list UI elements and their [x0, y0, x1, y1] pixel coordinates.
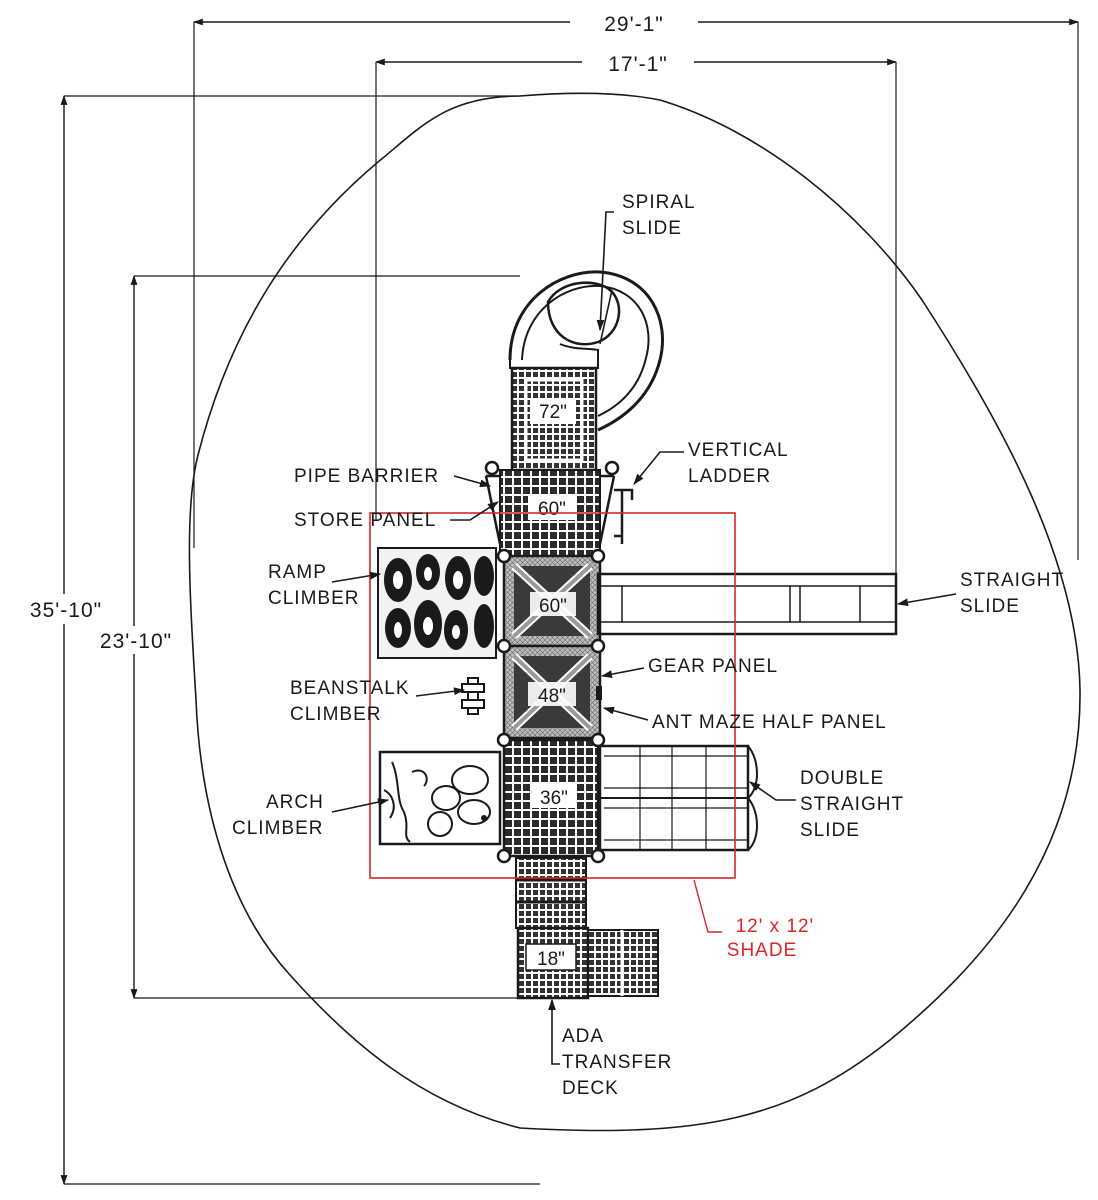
- deck-18-label: 18": [537, 949, 565, 970]
- deck-72: 72": [510, 366, 598, 472]
- label-gear-panel: GEAR PANEL: [600, 656, 778, 678]
- label-ada-transfer-deck: ADA TRANSFER DECK: [548, 998, 672, 1099]
- arch-climber-line-2: CLIMBER: [232, 818, 323, 839]
- label-arch-climber: ARCH CLIMBER: [232, 792, 390, 839]
- deck-48-label: 48": [538, 686, 566, 707]
- ada-line-1: ADA: [562, 1026, 604, 1047]
- shade-leader: [693, 879, 722, 933]
- beanstalk-climber: [461, 677, 485, 715]
- dimension-overall-width: 29'-1": [193, 8, 1079, 560]
- label-beanstalk-climber: BEANSTALK CLIMBER: [290, 678, 466, 725]
- spiral-slide-line-1: SPIRAL: [622, 192, 696, 213]
- store-panel-label: STORE PANEL: [294, 510, 436, 531]
- deck-60-top-label: 60": [538, 499, 566, 520]
- straight-slide: [596, 572, 898, 636]
- shade-label: 12' x 12' SHADE: [727, 916, 821, 961]
- straight-slide-line-2: SLIDE: [960, 596, 1020, 617]
- shade-canopy: [369, 512, 736, 879]
- deck-60-label: 60": [539, 596, 567, 617]
- label-straight-slide: STRAIGHT SLIDE: [896, 570, 1064, 617]
- double-straight-slide: [596, 744, 758, 852]
- ant-maze-half-panel-label: ANT MAZE HALF PANEL: [652, 712, 887, 733]
- vertical-ladder-line-2: LADDER: [688, 466, 771, 487]
- overall-depth-label: 35'-10": [30, 599, 102, 622]
- overall-width-label: 29'-1": [604, 13, 664, 36]
- ramp-climber: [377, 547, 497, 659]
- use-zone-outline: [188, 92, 1081, 1132]
- double-straight-slide-line-3: SLIDE: [800, 820, 860, 841]
- spiral-slide: [508, 270, 664, 432]
- structure-depth-label: 23'-10": [100, 630, 172, 653]
- ada-line-3: DECK: [562, 1078, 619, 1099]
- deck-60: 60": [502, 554, 602, 648]
- deck-36: 36": [502, 738, 602, 858]
- shade-label-line-2: SHADE: [727, 940, 797, 961]
- beanstalk-climber-line-1: BEANSTALK: [290, 678, 410, 699]
- pipe-barrier-label: PIPE BARRIER: [294, 466, 439, 487]
- deck-48: 48": [502, 644, 602, 740]
- structure-width-label: 17'-1": [608, 53, 668, 76]
- arch-climber-line-1: ARCH: [266, 792, 324, 813]
- deck-posts: [484, 460, 620, 864]
- label-spiral-slide: SPIRAL SLIDE: [596, 192, 696, 332]
- vertical-ladder-line-1: VERTICAL: [688, 440, 789, 461]
- beanstalk-climber-line-2: CLIMBER: [290, 704, 381, 725]
- label-store-panel: STORE PANEL: [294, 501, 499, 531]
- deck-36-label: 36": [540, 788, 568, 809]
- double-straight-slide-line-2: STRAIGHT: [800, 794, 904, 815]
- transfer-steps: [515, 857, 587, 929]
- ramp-climber-line-1: RAMP: [268, 562, 327, 583]
- ada-line-2: TRANSFER: [562, 1052, 672, 1073]
- arch-climber: [378, 750, 502, 846]
- double-straight-slide-line-1: DOUBLE: [800, 768, 884, 789]
- dimension-overall-depth: 35'-10": [14, 95, 540, 1185]
- shade-label-line-1: 12' x 12': [736, 916, 815, 937]
- spiral-slide-line-2: SLIDE: [622, 218, 682, 239]
- label-double-straight-slide: DOUBLE STRAIGHT SLIDE: [749, 768, 904, 841]
- label-vertical-ladder: VERTICAL LADDER: [633, 440, 789, 487]
- straight-slide-line-1: STRAIGHT: [960, 570, 1064, 591]
- label-ant-maze-half-panel: ANT MAZE HALF PANEL: [602, 706, 887, 733]
- gear-panel-label: GEAR PANEL: [648, 656, 778, 677]
- ada-transfer-deck: 18": [516, 926, 659, 1000]
- ramp-climber-line-2: CLIMBER: [268, 588, 359, 609]
- deck-72-label: 72": [539, 402, 567, 423]
- vertical-ladder: [614, 488, 634, 544]
- dimension-structure-width: 17'-1": [375, 48, 897, 580]
- label-pipe-barrier: PIPE BARRIER: [294, 466, 492, 488]
- gear-panel: [596, 686, 602, 700]
- label-ramp-climber: RAMP CLIMBER: [268, 562, 382, 609]
- dimension-structure-depth: 23'-10": [84, 275, 520, 999]
